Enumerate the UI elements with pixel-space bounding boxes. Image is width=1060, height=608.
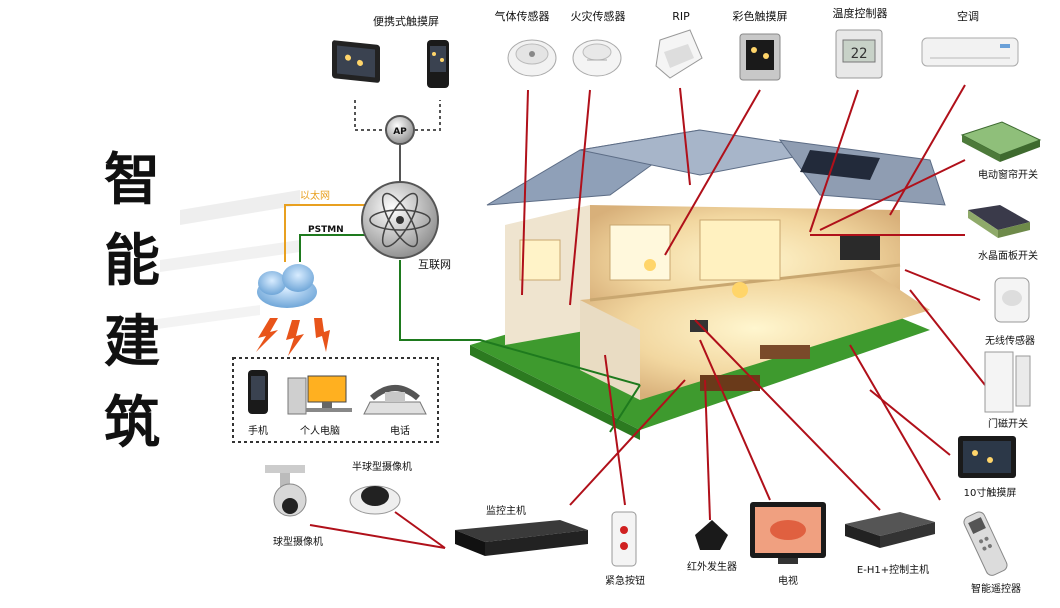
door-magnet-switch-icon: [984, 351, 1031, 413]
cloud-icon: [257, 264, 317, 308]
handset-icon: [248, 370, 268, 414]
label-eh1-host: E-H1+控制主机: [857, 563, 929, 576]
touch-screen-10-icon: [958, 436, 1016, 478]
title-char-3: 建: [104, 309, 160, 375]
label-ap: AP: [393, 127, 407, 137]
label-monitor-host: 监控主机: [486, 504, 526, 517]
label-touch10: 10寸触摸屏: [964, 486, 1017, 499]
half-dome-camera-icon: [349, 485, 401, 515]
label-rip: RIP: [672, 10, 690, 23]
title-char-2: 能: [104, 228, 160, 294]
lightning-icon: [256, 318, 330, 356]
curtain-switch-icon: [960, 121, 1042, 162]
label-door-switch: 门磁开关: [988, 417, 1028, 430]
tv-icon: [750, 502, 826, 564]
label-pc: 个人电脑: [300, 424, 340, 437]
label-ir-emitter: 红外发生器: [687, 560, 737, 573]
crystal-panel-switch-icon: [968, 205, 1030, 238]
label-smart-remote: 智能遥控器: [971, 582, 1021, 595]
label-phone-mobile: 手机: [248, 424, 268, 437]
thermostat-icon: [835, 29, 883, 79]
monitor-host-icon: [455, 520, 588, 556]
label-wireless-sensor: 无线传感器: [985, 334, 1035, 347]
label-ethernet: 以太网: [300, 189, 330, 202]
label-color-touch: 彩色触摸屏: [733, 9, 788, 23]
gas-sensor-icon: [507, 39, 557, 77]
tablet-icon: [332, 40, 380, 83]
emergency-button-icon: [611, 511, 637, 567]
label-portable-touch: 便携式触摸屏: [373, 14, 439, 28]
internet-hub: [361, 181, 439, 259]
control-host-icon: [845, 512, 935, 548]
dome-camera-icon: [265, 465, 307, 517]
rip-sensor-icon: [655, 29, 703, 79]
title-char-4: 筑: [104, 390, 160, 456]
computer-icon: [287, 375, 352, 415]
title-char-1: 智: [104, 147, 160, 213]
label-ac: 空调: [957, 9, 979, 23]
ap-node: [385, 115, 415, 145]
label-fire-sensor: 火灾传感器: [571, 9, 626, 23]
label-telephone: 电话: [390, 424, 410, 437]
mobile-phone-icon: [427, 40, 449, 88]
label-dome-camera: 球型摄像机: [273, 535, 323, 548]
label-crystal-switch: 水晶面板开关: [978, 249, 1038, 262]
air-conditioner-icon: [921, 37, 1019, 67]
thermostat-reading: 22: [851, 46, 868, 62]
label-temp-controller: 温度控制器: [833, 6, 888, 20]
ir-emitter-icon: [695, 520, 728, 550]
color-touch-panel-icon: [739, 33, 781, 81]
label-gas-sensor: 气体传感器: [495, 9, 550, 23]
fire-sensor-icon: [572, 39, 622, 77]
telephone-icon: [363, 385, 427, 415]
house-illustration: [470, 129, 946, 440]
wireless-sensor-icon: [994, 277, 1030, 323]
label-pstmn: PSTMN: [308, 225, 344, 235]
background-stripes: [150, 190, 300, 330]
smart-remote-icon: [963, 511, 1008, 576]
label-curtain-switch: 电动窗帘开关: [978, 168, 1038, 181]
label-tv: 电视: [778, 574, 798, 587]
connection-lines: [232, 84, 986, 549]
label-internet: 互联网: [418, 258, 451, 271]
label-half-dome-camera: 半球型摄像机: [352, 460, 412, 473]
label-emergency-button: 紧急按钮: [605, 574, 645, 587]
labels: 便携式触摸屏 气体传感器 火灾传感器 RIP 彩色触摸屏 温度控制器 空调 AP…: [248, 6, 1038, 595]
